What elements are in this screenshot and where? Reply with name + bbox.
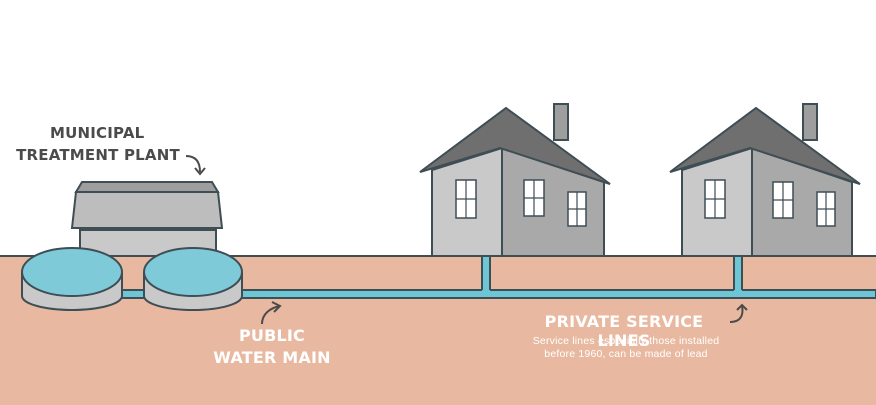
service-lines-note-line2: before 1960, can be made of lead: [544, 348, 708, 360]
service-lines-note-line1: Service lines especially those installed: [532, 335, 720, 347]
treatment-plant-building: [70, 181, 224, 257]
service-line-outlines: [481, 256, 743, 290]
service-lines-title: PRIVATE SERVICE LINES: [544, 312, 704, 350]
arrow-to-main: [261, 301, 282, 325]
plant-label-line2: TREATMENT PLANT: [16, 146, 180, 164]
arrow-to-plant: [185, 155, 206, 176]
plant-label-line1: MUNICIPAL: [50, 124, 145, 142]
public-main-label-line2: WATER MAIN: [213, 348, 331, 367]
ground: [0, 256, 876, 405]
treatment-tank-left: [21, 247, 123, 311]
arrow-to-service-line: [729, 303, 748, 323]
treatment-tank-right: [143, 247, 243, 311]
house-right: [669, 103, 861, 257]
house-left: [419, 103, 611, 257]
public-main-label-line1: PUBLIC: [238, 326, 305, 345]
